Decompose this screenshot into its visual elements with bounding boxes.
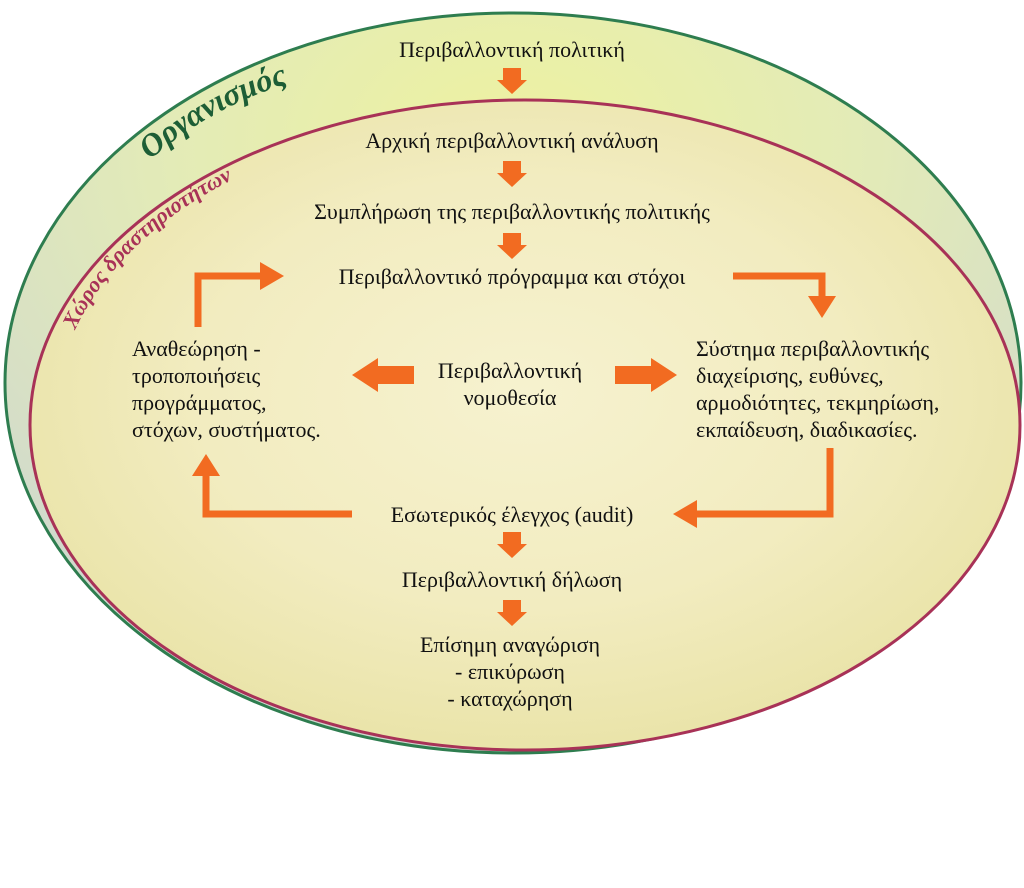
node-legislation-line: νομοθεσία xyxy=(463,385,557,410)
review-to-program-line xyxy=(194,272,262,327)
node-legislation: Περιβαλλοντική νομοθεσία xyxy=(438,357,582,411)
node-management-system-line: Σύστημα περιβαλλοντικής xyxy=(696,336,930,361)
arrowhead-into-review xyxy=(192,454,220,476)
node-program-goals: Περιβαλλοντικό πρόγραμμα και στόχοι xyxy=(338,264,686,289)
node-recognition-line: - επικύρωση xyxy=(455,659,565,684)
node-review-line: Αναθεώρηση - xyxy=(132,336,261,361)
loop-arrowheads xyxy=(192,262,836,528)
arrowhead-into-program xyxy=(260,262,284,290)
node-management-system-line: αρμοδιότητες, τεκμηρίωση, xyxy=(696,390,940,415)
node-audit: Εσωτερικός έλεγχος (audit) xyxy=(390,502,634,527)
node-legislation-line: Περιβαλλοντική xyxy=(437,358,583,383)
audit-to-review-line xyxy=(202,475,352,518)
node-management-system-line: εκπαίδευση, διαδικασίες. xyxy=(696,417,918,442)
flow-arrows xyxy=(352,68,677,626)
loop-arrows xyxy=(194,272,834,518)
down-arrow-declaration xyxy=(497,600,527,626)
node-declaration: Περιβαλλοντική δήλωση xyxy=(401,567,623,592)
node-recognition-line: - καταχώρηση xyxy=(447,686,573,711)
node-policy: Περιβαλλοντική πολιτική xyxy=(399,37,625,62)
right-arrow-legislation xyxy=(615,358,677,392)
program-to-system-line xyxy=(733,272,826,298)
node-policy-completion: Συμπλήρωση της περιβαλλοντικής πολιτικής xyxy=(314,199,710,224)
down-arrow-audit xyxy=(497,532,527,558)
arrowhead-into-audit xyxy=(673,500,697,528)
down-arrow-analysis xyxy=(497,161,527,187)
left-arrow-legislation xyxy=(352,358,414,392)
arrowhead-into-system xyxy=(808,296,836,318)
activity-space-oval xyxy=(28,98,1022,752)
node-management-system-line: διαχείρισης, ευθύνες, xyxy=(696,363,884,388)
node-review-line: στόχων, συστήματος. xyxy=(132,417,321,442)
down-arrow-completion xyxy=(497,233,527,259)
node-review: Αναθεώρηση - τροποποιήσεις προγράμματος,… xyxy=(132,335,321,443)
node-recognition-line: Επίσημη αναγώριση xyxy=(419,632,601,657)
node-review-line: προγράμματος, xyxy=(132,390,267,415)
system-to-audit-line xyxy=(695,448,834,518)
node-recognition: Επίσημη αναγώριση - επικύρωση - καταχώρη… xyxy=(420,631,600,712)
down-arrow-policy xyxy=(497,68,527,94)
node-management-system: Σύστημα περιβαλλοντικής διαχείρισης, ευθ… xyxy=(696,335,939,443)
node-review-line: τροποποιήσεις xyxy=(132,363,261,388)
node-initial-analysis: Αρχική περιβαλλοντική ανάλυση xyxy=(365,128,659,153)
